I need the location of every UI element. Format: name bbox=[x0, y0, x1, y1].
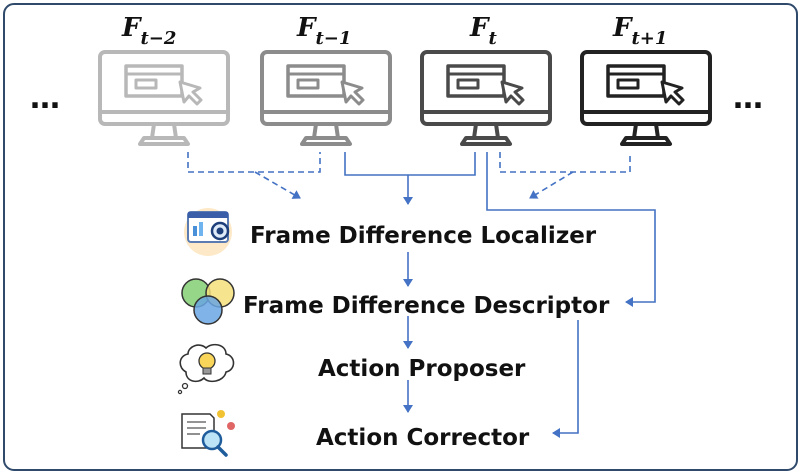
frame-label-t-minus-1: Ft−1 bbox=[296, 13, 351, 49]
descriptor-to-corrector-line bbox=[552, 320, 579, 438]
screen-inspect-icon bbox=[184, 208, 232, 256]
lightbulb-icon bbox=[177, 343, 235, 395]
monitor-t-icon bbox=[420, 50, 552, 146]
dashed-arrow-left bbox=[254, 171, 301, 199]
monitor-t-plus-1-icon bbox=[580, 50, 712, 146]
dashed-connector-right bbox=[499, 152, 631, 173]
ellipsis-right: … bbox=[733, 81, 763, 116]
frame-label-t-plus-1: Ft+1 bbox=[612, 13, 667, 49]
ellipsis-left: … bbox=[30, 81, 60, 116]
document-search-icon bbox=[181, 410, 235, 457]
solid-connector bbox=[344, 152, 476, 176]
frame-label-t: Ft bbox=[469, 13, 497, 49]
venn-icon bbox=[181, 278, 235, 325]
step-action-corrector: Action Corrector bbox=[316, 425, 530, 451]
frame-label-t-minus-2: Ft−2 bbox=[121, 13, 176, 49]
dashed-connector-left bbox=[187, 152, 321, 173]
dashed-arrow-right bbox=[529, 171, 574, 199]
monitor-t-minus-1-icon bbox=[260, 50, 392, 146]
monitor-t-minus-2-icon bbox=[98, 50, 230, 146]
step-frame-difference-localizer: Frame Difference Localizer bbox=[250, 223, 597, 249]
ft-to-descriptor-line bbox=[486, 152, 656, 307]
step-action-proposer: Action Proposer bbox=[318, 356, 526, 382]
step-frame-difference-descriptor: Frame Difference Descriptor bbox=[243, 293, 610, 319]
